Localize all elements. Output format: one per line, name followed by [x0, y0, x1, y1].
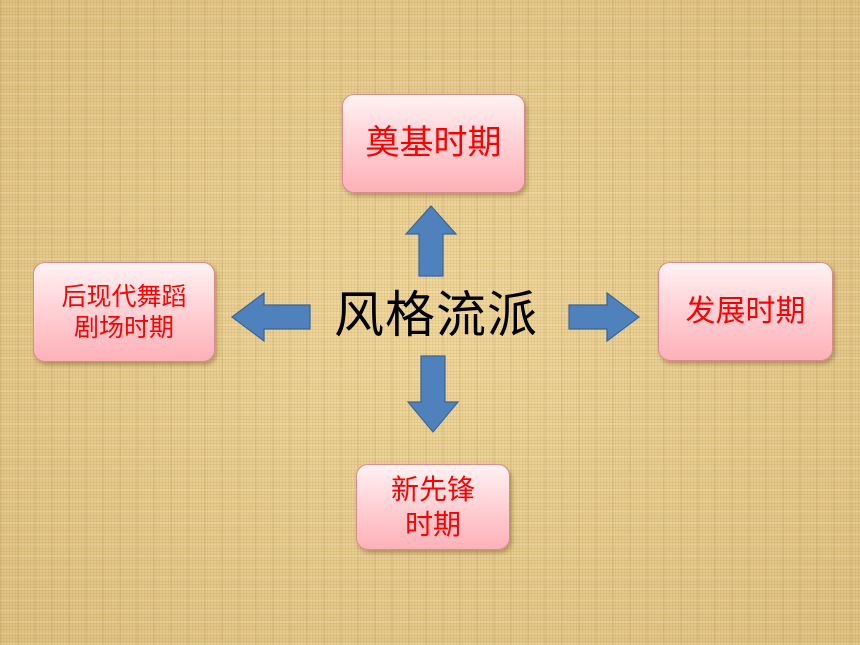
node-foundation-label: 奠基时期 — [365, 123, 502, 164]
arrow-left-icon — [231, 291, 311, 343]
arrow-down-icon — [406, 355, 460, 433]
node-development-label: 发展时期 — [685, 293, 806, 329]
arrow-right-icon — [568, 291, 640, 343]
center-title: 风格流派 — [334, 286, 538, 344]
node-new-avantgarde-period: 新先锋 时期 — [356, 464, 510, 550]
node-postmodern-label-line1: 后现代舞蹈 — [61, 281, 187, 311]
node-postmodern-label-line2: 剧场时期 — [73, 313, 174, 342]
node-avantgarde-label-line2: 时期 — [404, 508, 461, 541]
node-avantgarde-label-line1: 新先锋 — [390, 473, 475, 506]
node-postmodern-period: 后现代舞蹈 剧场时期 — [33, 262, 215, 362]
node-foundation-period: 奠基时期 — [342, 94, 525, 193]
node-development-period: 发展时期 — [658, 262, 833, 361]
arrow-up-icon — [404, 205, 458, 277]
